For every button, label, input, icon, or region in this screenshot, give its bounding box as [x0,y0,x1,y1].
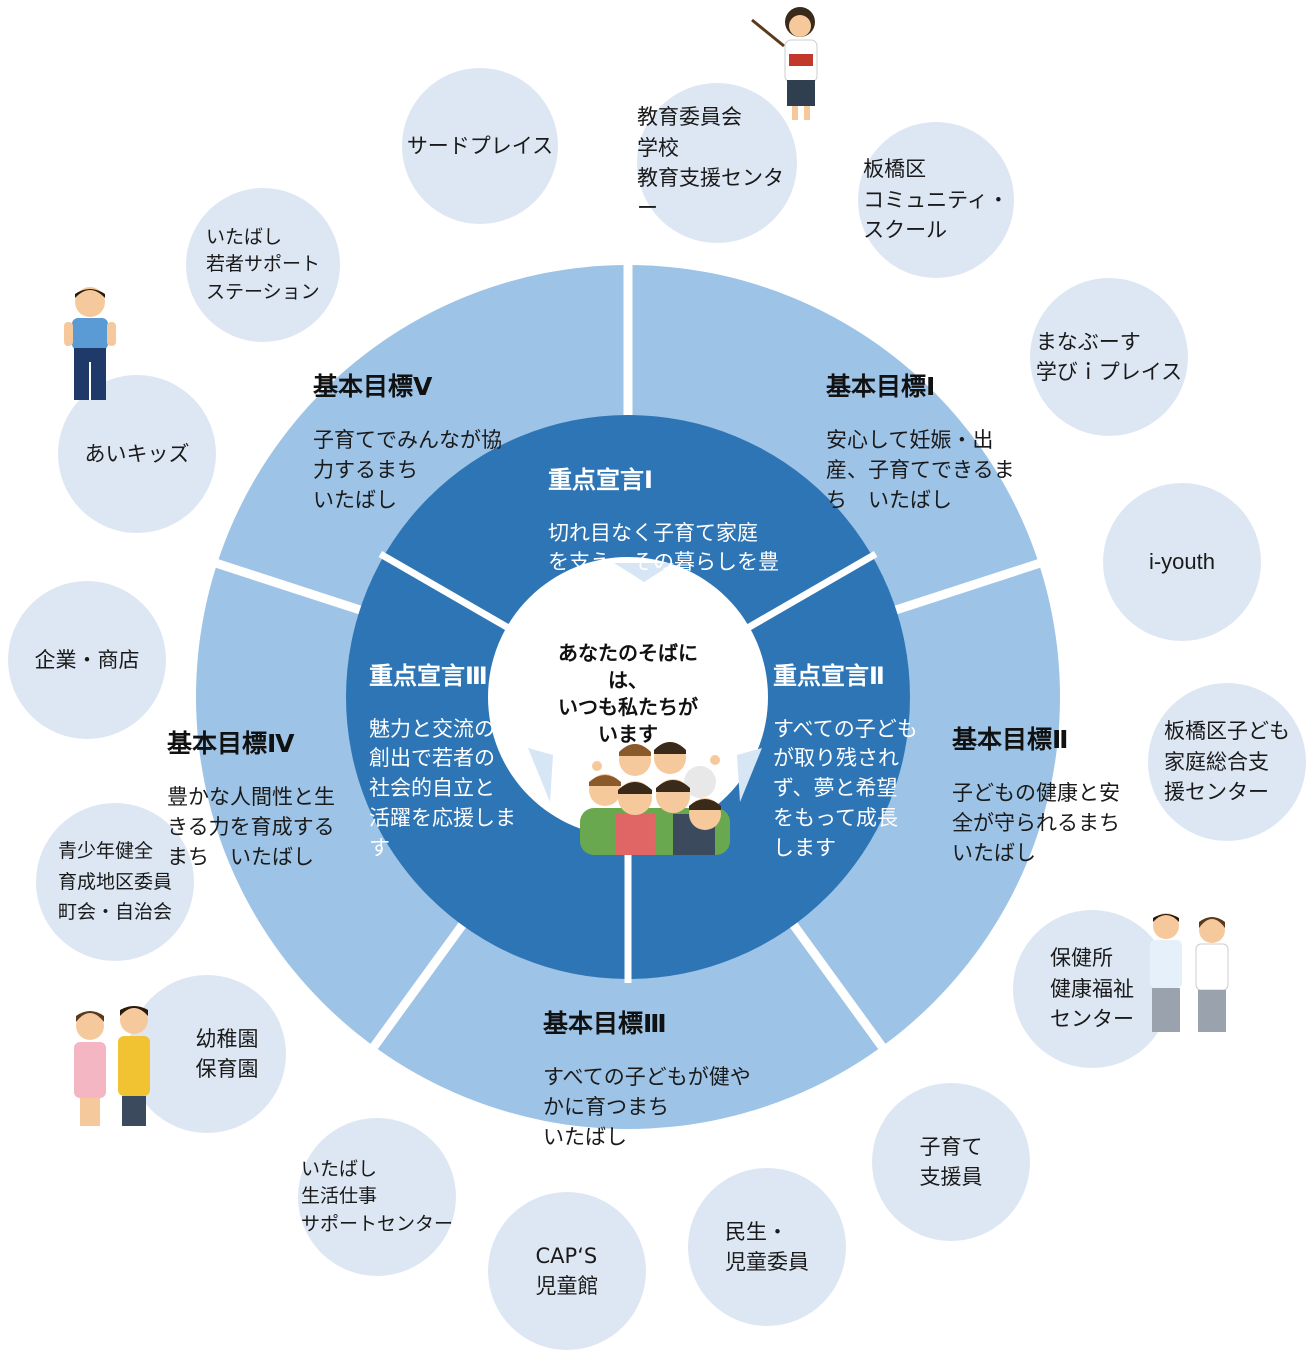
partner-kindergarten: 幼稚園 保育園 [128,975,286,1133]
outer-separator-4 [365,922,466,1056]
partner-childcare-supporter: 子育て 支援員 [872,1083,1030,1241]
partner-life-work-support: いたばし 生活仕事 サポートセンター [298,1118,456,1276]
partner-i-youth: i-youth [1103,483,1261,641]
partner-manabooth: まなぶーす 学びｉプレイス [1030,278,1188,436]
nursery-staff-illustration [74,1006,150,1126]
goal-body: 豊かな人間性と生 きる力を育成する まち いたばし [167,784,335,869]
staff-man-illustration [64,287,116,400]
ring-separators [208,257,1048,1056]
outer-separator-3 [790,922,891,1056]
declaration-title: 重点宣言Ⅰ [548,465,653,494]
goal-body: 子どもの健康と安 全が守られるまち いたばし [952,780,1120,865]
declaration-body: 魅力と交流の 創出で若者の 社会的自立と 活躍を応援しま す [369,716,516,860]
outer-separator-5 [208,556,362,615]
declaration-3: 重点宣言Ⅲ 魅力と交流の 創出で若者の 社会的自立と 活躍を応援しま す [369,638,516,886]
partner-health-center: 保健所 健康福祉 センター [1013,910,1171,1068]
center-message: あなたのそばには、 いつも私たちが います [558,641,698,746]
goal-body: すべての子どもが健や かに育つまち いたばし [543,1064,751,1149]
inner-separator-1 [745,550,878,632]
outer-separator-2 [894,556,1048,615]
inward-arrows [528,563,762,802]
goal-title: 基本目標Ⅳ [167,728,295,758]
goal-title: 基本目標Ⅲ [543,1008,667,1038]
goal-body: 安心して妊娠・出 産、子育てできるま ち いたばし [826,427,1015,512]
arrow-right [737,748,762,802]
partner-education-board: 教育委員会 学校 教育支援センター [637,83,797,243]
goal-title: 基本目標Ⅴ [313,371,433,401]
declaration-body: 切れ目なく子育て家庭 を支え、その暮らしを豊 かにします [548,520,779,605]
goal-body: 子育てでみんなが協 力するまち いたばし [313,427,502,512]
teacher-illustration [751,7,818,120]
goal-5: 基本目標Ⅴ 子育てでみんなが協 力するまち いたばし [313,348,502,538]
goal-4: 基本目標Ⅳ 豊かな人間性と生 きる力を育成する まち いたばし [167,705,335,895]
health-staff-illustration [1150,913,1229,1032]
partner-third-place: サードプレイス [402,68,558,224]
crowd-illustration [580,742,730,855]
partner-caps-childrens-hall: CAP‘S 児童館 [488,1192,646,1350]
partner-welfare-commissioner: 民生・ 児童委員 [688,1168,846,1326]
partner-youth-committee: 青少年健全 育成地区委員 町会・自治会 [36,803,194,961]
declaration-body: すべての子ども が取り残され ず、夢と希望 をもって成長 します [773,716,918,860]
goal-2: 基本目標Ⅱ 子どもの健康と安 全が守られるまち いたばし [952,701,1120,891]
goal-3: 基本目標Ⅲ すべての子どもが健や かに育つまち いたばし [543,985,751,1175]
partner-companies-shops: 企業・商店 [8,581,166,739]
declaration-title: 重点宣言Ⅱ [773,661,885,690]
partner-community-school: 板橋区 コミュニティ・ スクール [858,122,1014,278]
declaration-title: 重点宣言Ⅲ [369,661,488,690]
declaration-1: 重点宣言Ⅰ 切れ目なく子育て家庭 を支え、その暮らしを豊 かにします [548,442,779,631]
goal-title: 基本目標Ⅰ [826,371,936,401]
partner-youth-support-station: いたばし 若者サポート ステーション [186,188,340,342]
partner-ai-kids: あいキッズ [58,375,216,533]
arrow-left [528,748,553,802]
goal-1: 基本目標Ⅰ 安心して妊娠・出 産、子育てできるま ち いたばし [826,348,1015,538]
inner-separator-3 [378,550,511,632]
partner-child-family-center: 板橋区子ども 家庭総合支 援センター [1148,683,1306,841]
goal-title: 基本目標Ⅱ [952,724,1069,754]
declaration-2: 重点宣言Ⅱ すべての子ども が取り残され ず、夢と希望 をもって成長 します [773,638,918,886]
arrow-top [614,563,674,582]
